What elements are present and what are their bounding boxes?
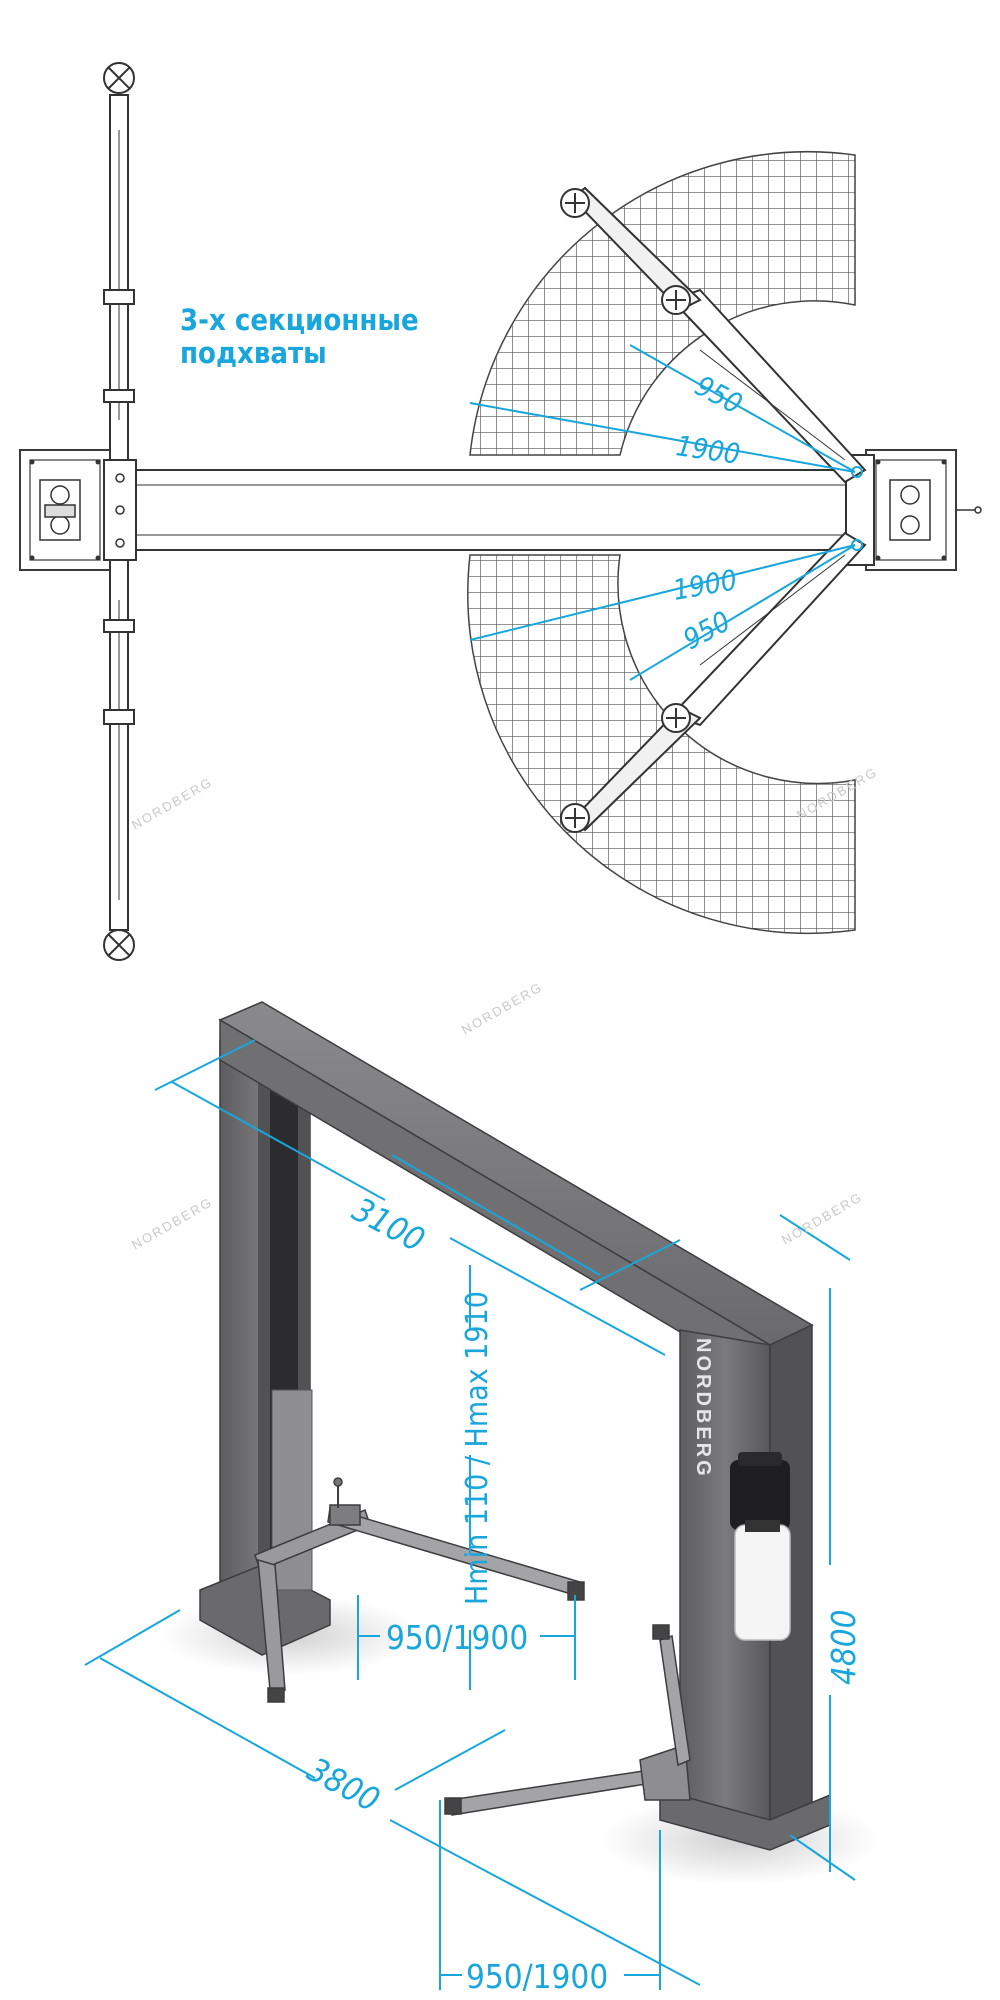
right-upper-arm [570, 186, 867, 484]
radius-lines [469, 344, 856, 681]
dim-950-1900-bottom: 950/1900 [466, 1957, 608, 1996]
dim-950-1900-front: 950/1900 [386, 1618, 528, 1657]
dim-3800: 3800 [301, 1750, 386, 1820]
right-lower-arm [570, 531, 867, 832]
top-beam [135, 469, 867, 551]
watermark-4: NORDBERG [129, 1194, 215, 1253]
dim-height-range: Hmin 110 / Hmax 1910 [460, 1291, 495, 1605]
watermark-3: NORDBERG [459, 979, 545, 1038]
right-upper-pad-outer [560, 188, 590, 218]
watermark-5: NORDBERG [779, 1189, 865, 1248]
left-vertical-arm [103, 94, 135, 931]
left-pad-top [103, 62, 135, 94]
right-lower-pad-inner [661, 703, 691, 733]
radius-950-upper: 950 [690, 369, 748, 421]
iso-view: NORDBERG [84, 979, 880, 1996]
right-motor [889, 479, 982, 541]
arms-note-line2: подхваты [180, 336, 327, 370]
left-lift-arms [254, 1477, 585, 1703]
iso-dimension-lines [84, 1039, 856, 1990]
left-motor [39, 479, 81, 541]
radius-1900-lower: 1900 [670, 563, 739, 607]
right-lower-pad-outer [560, 803, 590, 833]
watermark-1: NORDBERG [129, 774, 215, 833]
dim-4800: 4800 [824, 1609, 863, 1685]
right-lift-arms [444, 1624, 691, 1816]
left-pad-bottom [103, 929, 135, 961]
top-view: 3-х секционные подхваты 950 1900 1900 95… [19, 62, 982, 961]
radius-1900-upper: 1900 [674, 429, 742, 471]
arms-note-line1: 3-х секционные [180, 303, 419, 337]
dim-3100: 3100 [346, 1190, 431, 1260]
column-brand: NORDBERG [692, 1338, 714, 1479]
right-upper-pad-inner [661, 285, 691, 315]
hydraulic-pump [730, 1452, 791, 1641]
radius-950-lower: 950 [678, 604, 736, 656]
